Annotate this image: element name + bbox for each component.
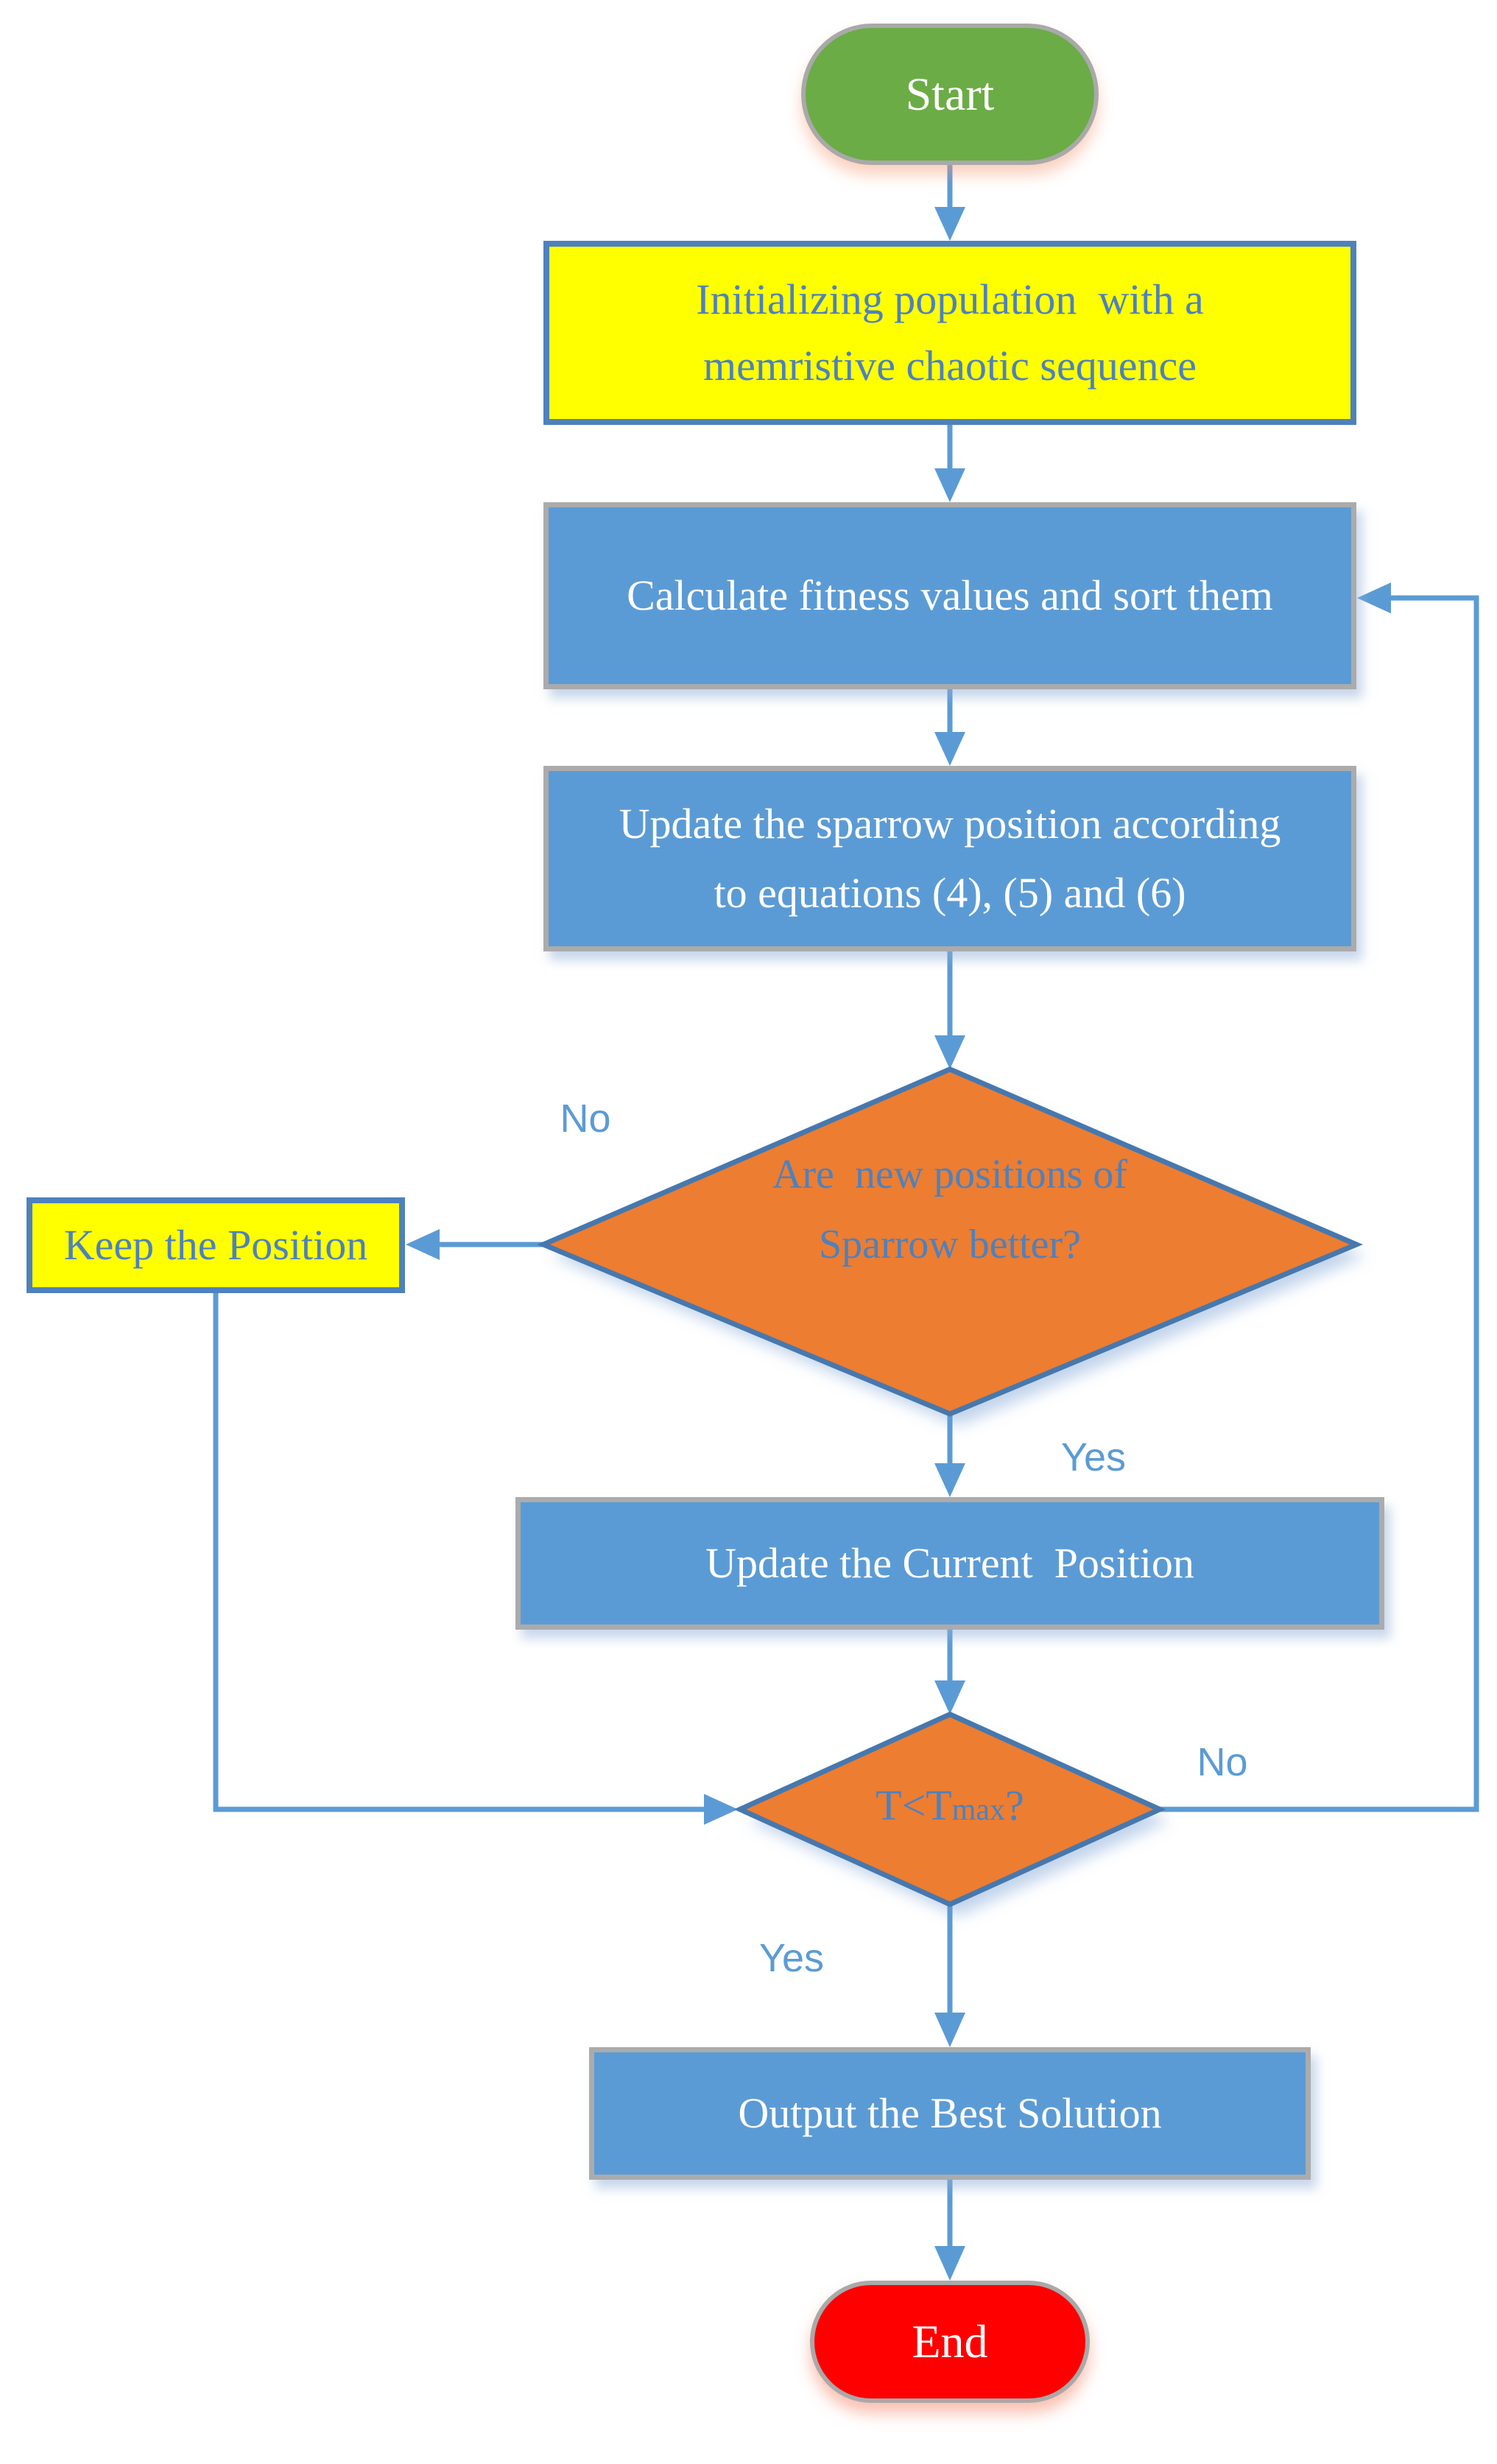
edge-label-tmax-no: No [1197, 1740, 1248, 1784]
edge-decision1-updatecurrent-arrowhead [934, 1463, 965, 1497]
edge-init-calculate-arrowhead [934, 468, 965, 502]
output-best-solution-label: Output the Best Solution [738, 2089, 1162, 2138]
edge-updatecurrent-decision2-arrowhead [934, 1680, 965, 1714]
node-keep-position: Keep the Position [27, 1197, 405, 1293]
tmax-label-prefix: T<T [876, 1781, 952, 1829]
node-initialize-population: Initializing population with a memristiv… [543, 241, 1356, 425]
node-update-current-position: Update the Current Position [515, 1497, 1384, 1630]
tmax-label-suffix: ? [1005, 1781, 1024, 1829]
tmax-label-subscript: max [951, 1793, 1006, 1827]
keep-position-label: Keep the Position [63, 1221, 368, 1270]
decision-tmax-label: T<Tmax? [766, 1781, 1134, 1830]
edge-label-positions-no: No [560, 1097, 611, 1141]
edge-keep-decision2-arrowhead [704, 1794, 738, 1825]
update-current-position-label: Update the Current Position [705, 1539, 1194, 1588]
edge-update-decision1-arrowhead [934, 1035, 965, 1069]
edge-start-init-arrowhead [934, 207, 965, 241]
start-label: Start [905, 68, 995, 120]
edge-label-tmax-yes: Yes [758, 1936, 825, 1980]
update-sparrow-position-label: Update the sparrow position according to… [619, 800, 1281, 917]
calculate-fitness-label: Calculate fitness values and sort them [627, 571, 1273, 620]
decision-positions-label: Are new positions of Sparrow better? [772, 1152, 1128, 1268]
edge-decision1-keep-arrowhead [406, 1229, 440, 1260]
node-calculate-fitness: Calculate fitness values and sort them [543, 502, 1356, 689]
edge-decision2-calculate-loop-arrowhead [1357, 582, 1391, 613]
edge-output-end-arrowhead [934, 2246, 965, 2281]
node-start: Start [801, 24, 1099, 165]
node-output-best-solution: Output the Best Solution [589, 2047, 1311, 2180]
end-label: End [912, 2315, 988, 2368]
node-end: End [810, 2281, 1090, 2403]
node-update-sparrow-position: Update the sparrow position according to… [543, 766, 1356, 951]
edge-decision2-output-arrowhead [934, 2013, 965, 2047]
edge-label-positions-yes: Yes [1060, 1435, 1127, 1479]
edge-calculate-update-arrowhead [934, 732, 965, 766]
initialize-population-label: Initializing population with a memristiv… [696, 275, 1204, 390]
